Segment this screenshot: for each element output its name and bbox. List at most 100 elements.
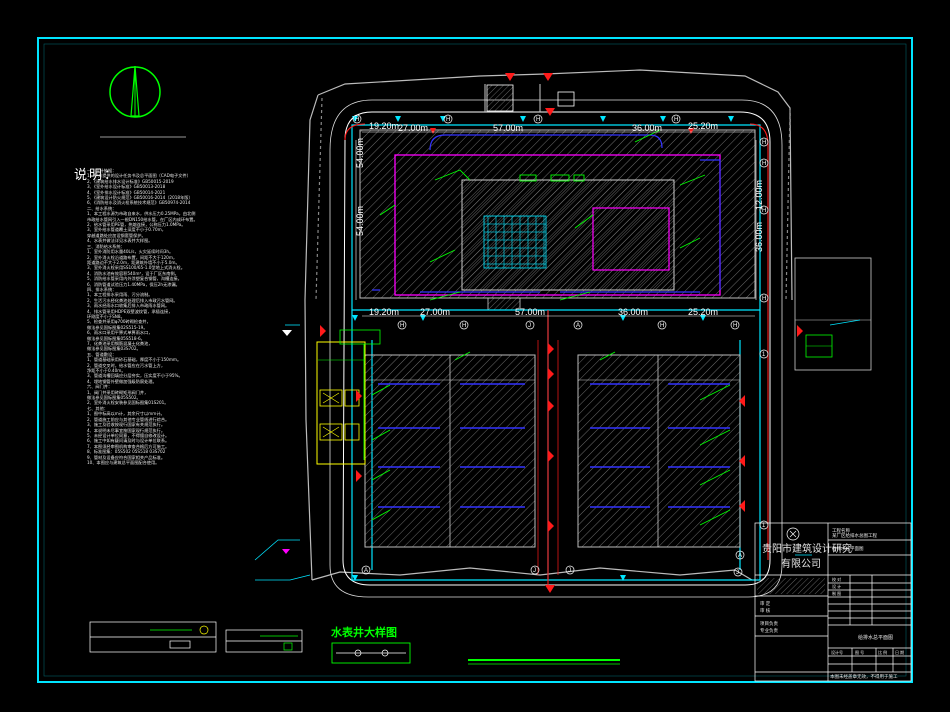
note-line: 3、施工及验收按现行国家有关规范执行。 [87,422,166,428]
grid-bubble: H [759,158,769,168]
note-line: 4、本说明未尽事宜按国家现行规范执行。 [87,427,166,433]
svg-text:H: H [762,208,766,214]
main-building-north [359,129,756,311]
tb-drawing-title: 给排水总平面图 [858,634,893,641]
svg-text:H: H [446,117,450,123]
tb-row-6: 制 图 [832,590,841,596]
svg-text:H: H [660,323,664,329]
tb-field-2: 比 例 [878,649,887,655]
svg-text:H: H [400,323,404,329]
dim-left-2: 54.00m [355,206,365,236]
note-line: 3、雨水经雨水口收集后排入市政雨水管网。 [87,303,170,309]
note-line: 1、本工程水源为市政自来水，供水压力0.25MPa，由北侧 [87,211,196,217]
dim-mid-3: 57.00m [515,307,545,317]
note-line: 3、《室外给水设计标准》GB50013-2018 [87,184,166,190]
note-line: 2、管道交叉时，给水管应在污水管上方， [87,362,166,368]
design-notes: 一、设计依据：1、甲方提供的设计任务书及总平面图（CAD电子文件）2、《建筑给水… [87,168,237,598]
note-line: 7、化粪池采用钢筋混凝土化粪池， [87,341,153,346]
dimension-texts-mid: 19.20m 27.00m 57.00m 36.00m 25.20m [369,307,718,317]
grid-bubble: H [533,114,543,124]
legend-table-2 [225,629,303,653]
note-line: 4、《室外排水设计标准》GB50014-2021 [87,189,166,195]
dim-top-3: 57.00m [493,123,523,133]
drawing-name: 给排水总平面图 [832,545,864,552]
tb-field-1: 图 号 [855,649,864,655]
road-loop [329,84,783,598]
dim-mid-5: 25.20m [688,307,718,317]
note-line: 5、消防给水管采用内外涂塑复合钢管，沟槽连接。 [87,276,182,282]
grid-bubble: J [733,567,743,577]
grid-bubble: J [530,565,540,575]
tb-field-3: 日 期 [895,649,904,655]
note-line: 1、阀门井采用砖砌矩形阀门井， [87,389,149,395]
svg-text:H: H [462,323,466,329]
workshop-branches [371,351,731,526]
note-line: 2、《建筑给水排水设计标准》GB50015-2019 [87,178,174,184]
svg-text:J: J [568,568,571,574]
note-line: 做法参见国标图集02S515-19。 [87,324,148,330]
water-meter-pit-detail: 水表井大样图 [331,625,411,664]
dimension-texts-side: 54.00m 54.00m 12.00m 36.00m [355,138,764,252]
dim-right-1: 12.00m [754,180,764,210]
service-branches [379,129,706,301]
workshop-east [577,354,741,548]
svg-text:H: H [536,117,540,123]
tb-row-4: 校 对 [832,576,841,582]
note-line: 2、室外消火栓安装参见国标图集01S201。 [87,400,169,406]
leader-marks [254,319,861,581]
title-block-texts: 贵阳市建筑设计研究 有限公司 工程名称 某厂区给排水总图工程 给排水总平面图 审… [760,527,904,680]
note-line: 二、给水系统： [87,205,117,211]
note-line: 四、排水系统： [87,286,117,292]
svg-text:A: A [576,323,580,329]
notes-title: 说明： [74,168,120,183]
svg-text:J: J [533,568,536,574]
note-line: 9、管材及设备应符合国家相关产品标准。 [87,454,166,460]
note-line: 1、图中标高以m计，其余尺寸以mm计。 [87,411,165,417]
tb-field-0: 设计号 [831,649,843,655]
tb-row-2: 项目负责 [760,620,778,627]
svg-text:J: J [528,323,531,329]
gatehouse [486,84,575,112]
dim-right-2: 36.00m [754,222,764,252]
grid-bubbles: H H H H H H H H J A H H A J J A J H H 1 … [352,114,769,577]
note-line: 1、本工程排水采用雨、污分流制。 [87,292,153,298]
dim-mid-1: 19.20m [369,307,399,317]
grid-bubble: H [657,320,667,330]
note-line: 1、室外消防用水量40L/s，火灾延续时间3h。 [87,249,174,255]
magenta-marker [282,549,290,554]
note-line: 6、施工中如有疑问请及时与设计单位联系。 [87,438,170,444]
note-line: 净距不小于0.40m。 [87,368,126,374]
svg-text:H: H [762,140,766,146]
note-line: 7、本图须经审图机构审查合格后方可施工。 [87,443,170,449]
grid-bubble: H [352,114,362,124]
title-block [754,522,912,682]
grid-bubble: A [573,320,583,330]
workshop-west [364,354,536,548]
tb-row-5: 设 计 [832,583,841,589]
note-line: 10、本图应与建筑总平面图配合使用。 [87,459,160,465]
grid-bubble: J [565,565,575,575]
note-line: 3、管道沟槽回填应分层夯实，压实度不小于95%。 [87,373,183,379]
note-line: 穿越道路处应加设钢套管保护。 [87,232,146,238]
note-line: 4、排水管采用HDPE双壁波纹管，承插连接， [87,308,173,314]
grid-bubble: J [525,320,535,330]
note-line: 6、《消防给水及消火栓系统技术规范》GB50974-2014 [87,200,191,206]
note-line: 2、管道施工前应与其他专业管线进行综合。 [87,416,170,422]
north-arrow-icon [100,65,186,138]
project-name: 某厂区给排水总图工程 [832,532,877,539]
tb-row-3: 专业负责 [760,627,778,634]
note-line: 三、消防给水系统： [87,243,125,249]
note-line: 4、埋地钢管外壁做加强级防腐处理。 [87,378,157,384]
svg-text:H: H [733,323,737,329]
tb-footer: 本图未经盖章无效，不得用于施工 [830,673,898,680]
grid-bubble: H [759,293,769,303]
scale-bar [468,659,620,665]
project-label: 工程名称 [832,527,850,534]
note-line: 环刚度不小于SN8。 [87,313,125,319]
dimension-texts-top: 19.20m 27.00m 57.00m 36.00m 25.20m [369,121,718,133]
dim-mid-2: 27.00m [420,307,450,317]
svg-text:H: H [674,117,678,123]
svg-text:A: A [364,568,368,574]
dim-mid-4: 36.00m [618,307,648,317]
company-name-line2: 有限公司 [781,557,821,570]
